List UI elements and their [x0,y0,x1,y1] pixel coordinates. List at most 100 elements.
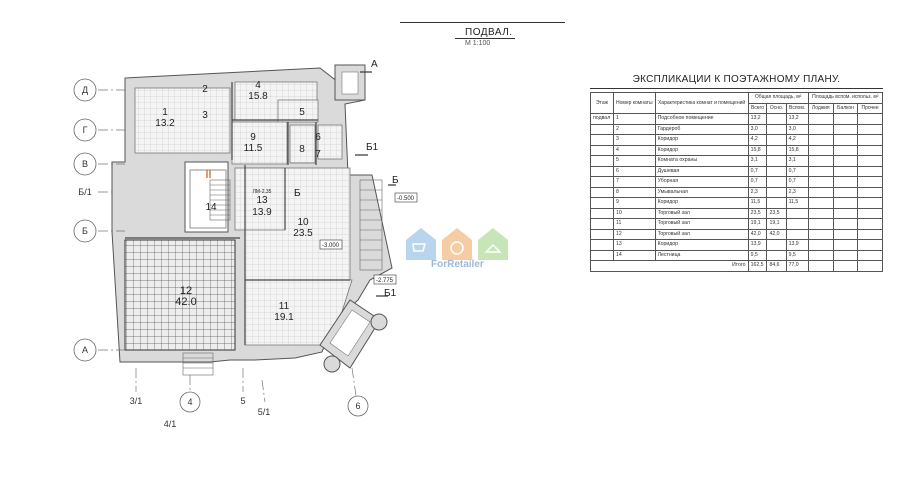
room-4: 415.8 [248,80,268,102]
red-marker [206,170,211,178]
cell-main [766,155,787,167]
cell-no: 6 [613,165,656,177]
cell-balcony [832,228,859,240]
section-mark-A: А [360,59,378,73]
cell-no: 9 [613,197,656,209]
svg-text:4: 4 [187,397,192,407]
cell-desc: Гардероб [654,123,749,135]
cell-no: 3 [613,134,656,146]
explication-table: Этаж Номер комнаты Характеристика комнат… [590,92,884,272]
cell-loggia [807,155,834,167]
cell-loggia [807,207,834,219]
level-marks: -0.500 -3.000 -2.775 [319,192,418,285]
axis-5: 5 [240,396,245,406]
axis-G: Г [73,118,97,142]
cell-no: 8 [613,186,656,198]
cell-balcony [832,186,859,198]
room-5: 5 [299,107,305,118]
cell-aux: 3,0 [785,123,809,135]
cell-no: 13 [613,239,656,251]
axis-D: Д [73,78,97,102]
cell-total: 3,0 [747,123,768,135]
floor-plan: Д Г В Б/1 Б А 3/1 4 4/1 5 5/1 6 А Б1 Б Б… [73,59,418,429]
cell-no: 12 [613,228,656,240]
cell-loggia [807,228,834,240]
cell-aux: 13,2 [785,113,809,125]
cell-loggia [807,197,834,209]
cell-total: 3,1 [747,155,768,167]
axis-bubbles-letters: Д Г В Б/1 Б А [73,78,97,362]
cell-desc: Комната охраны [654,155,749,167]
cell-desc: Коридор [654,134,749,146]
cell-loggia [807,249,834,261]
svg-text:В: В [82,159,88,169]
axis-5-1: 5/1 [258,407,271,417]
svg-text:Б1: Б1 [366,142,379,153]
cell-no: 2 [613,123,656,135]
cell-total: 19,1 [747,218,768,230]
total-cell-aux: 77,0 [785,260,809,272]
cell-main [766,113,787,125]
cell-desc: Умывальная [654,186,749,198]
cell-main [766,165,787,177]
cell-floor [590,207,614,219]
svg-text:11: 11 [279,301,290,312]
cell-other [857,218,883,230]
cell-total: 23,5 [747,207,768,219]
title-underline [455,38,515,39]
th-desc: Характеристика комнат и помещений [654,92,749,114]
cell-no: 10 [613,207,656,219]
svg-text:Б/1: Б/1 [78,187,91,197]
entrance-annex [334,64,366,101]
cell-main: 23,5 [766,207,787,219]
total-cell-total-label: Итого [590,260,749,272]
svg-text:13.9: 13.9 [252,207,272,218]
cell-floor [590,239,614,251]
svg-text:-2.775: -2.775 [376,278,394,284]
cell-other [857,186,883,198]
total-cell-main: 84,6 [766,260,787,272]
cell-loggia [807,176,834,188]
cell-desc: Лестница [654,249,749,261]
cell-total: 13,2 [747,113,768,125]
cell-main [766,134,787,146]
cell-aux: 11,5 [785,197,809,209]
level-mark-1: -0.500 [394,192,418,203]
cell-other [857,134,883,146]
room-9: 911.5 [244,132,263,154]
cell-other [857,249,883,261]
plan-title: ПОДВАЛ. [465,27,513,38]
th-other: Прочее [857,102,883,114]
room-2: 2 [202,84,208,95]
axis-V: В [73,152,97,176]
svg-text:10: 10 [297,217,309,228]
stairs [182,179,383,376]
cell-no: 1 [613,113,656,125]
cell-floor [590,228,614,240]
svg-text:23.5: 23.5 [293,228,313,239]
room-6: 6 [315,132,321,143]
cell-loggia [807,144,834,156]
cell-desc: Торговый зал [654,218,749,230]
axis-B: Б [73,219,97,243]
svg-text:3/1: 3/1 [130,396,143,406]
svg-text:4/1: 4/1 [164,419,177,429]
cell-main [766,123,787,135]
th-balcony: Балкон [832,102,859,114]
cell-balcony [832,249,859,261]
svg-text:14: 14 [205,202,217,213]
cell-balcony [832,239,859,251]
cell-main [766,144,787,156]
room-floors [124,81,353,351]
th-total-area: Общая площадь, м² [747,92,809,104]
cell-other [857,228,883,240]
svg-text:3: 3 [202,110,208,121]
